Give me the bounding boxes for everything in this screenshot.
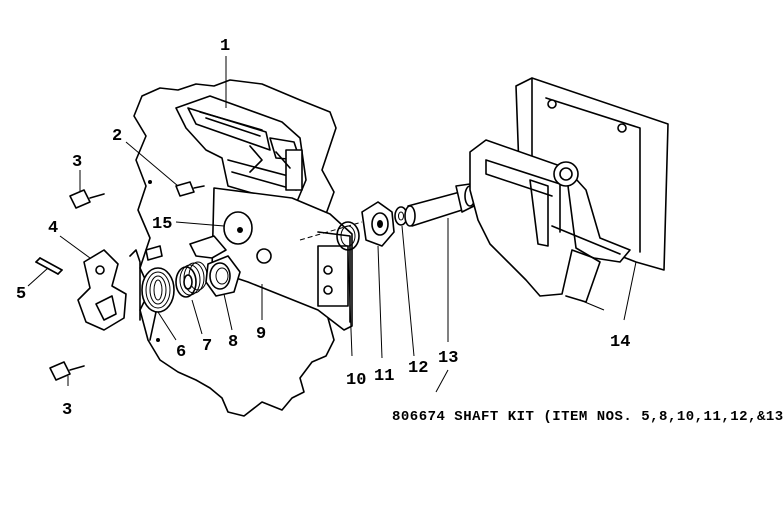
callout-14: 14 — [610, 333, 630, 352]
leader-lines — [27, 56, 637, 393]
nut-item-11 — [361, 201, 395, 247]
callout-3-lower: 3 — [62, 401, 72, 420]
callout-10: 10 — [346, 371, 366, 390]
shaft-item-13 — [404, 183, 476, 227]
callout-6: 6 — [176, 343, 186, 362]
callout-13: 13 — [438, 349, 458, 368]
callout-3-upper: 3 — [72, 153, 82, 172]
callout-11: 11 — [374, 367, 394, 386]
housing-item-14 — [469, 77, 669, 303]
bushing-item-8 — [205, 255, 241, 297]
lever-item-4 — [77, 249, 127, 331]
callout-7: 7 — [202, 337, 212, 356]
pin-item-5 — [35, 257, 63, 275]
bracket-assembly — [175, 95, 307, 205]
callout-12: 12 — [408, 359, 428, 378]
torn-panel — [133, 79, 337, 417]
screw-item-3-lower — [49, 338, 160, 381]
screw-item-3-upper — [69, 180, 152, 209]
spring-item-7 — [175, 261, 208, 298]
callout-1: 1 — [220, 37, 230, 56]
callout-5: 5 — [16, 285, 26, 304]
callout-9: 9 — [256, 325, 266, 344]
callout-15: 15 — [152, 215, 172, 234]
screw-item-2 — [175, 181, 205, 197]
callout-4: 4 — [48, 219, 58, 238]
callout-2: 2 — [112, 127, 122, 146]
callout-8: 8 — [228, 333, 238, 352]
shaft-kit-note: 806674 SHAFT KIT (ITEM NOS. 5,8,10,11,12… — [392, 409, 784, 425]
